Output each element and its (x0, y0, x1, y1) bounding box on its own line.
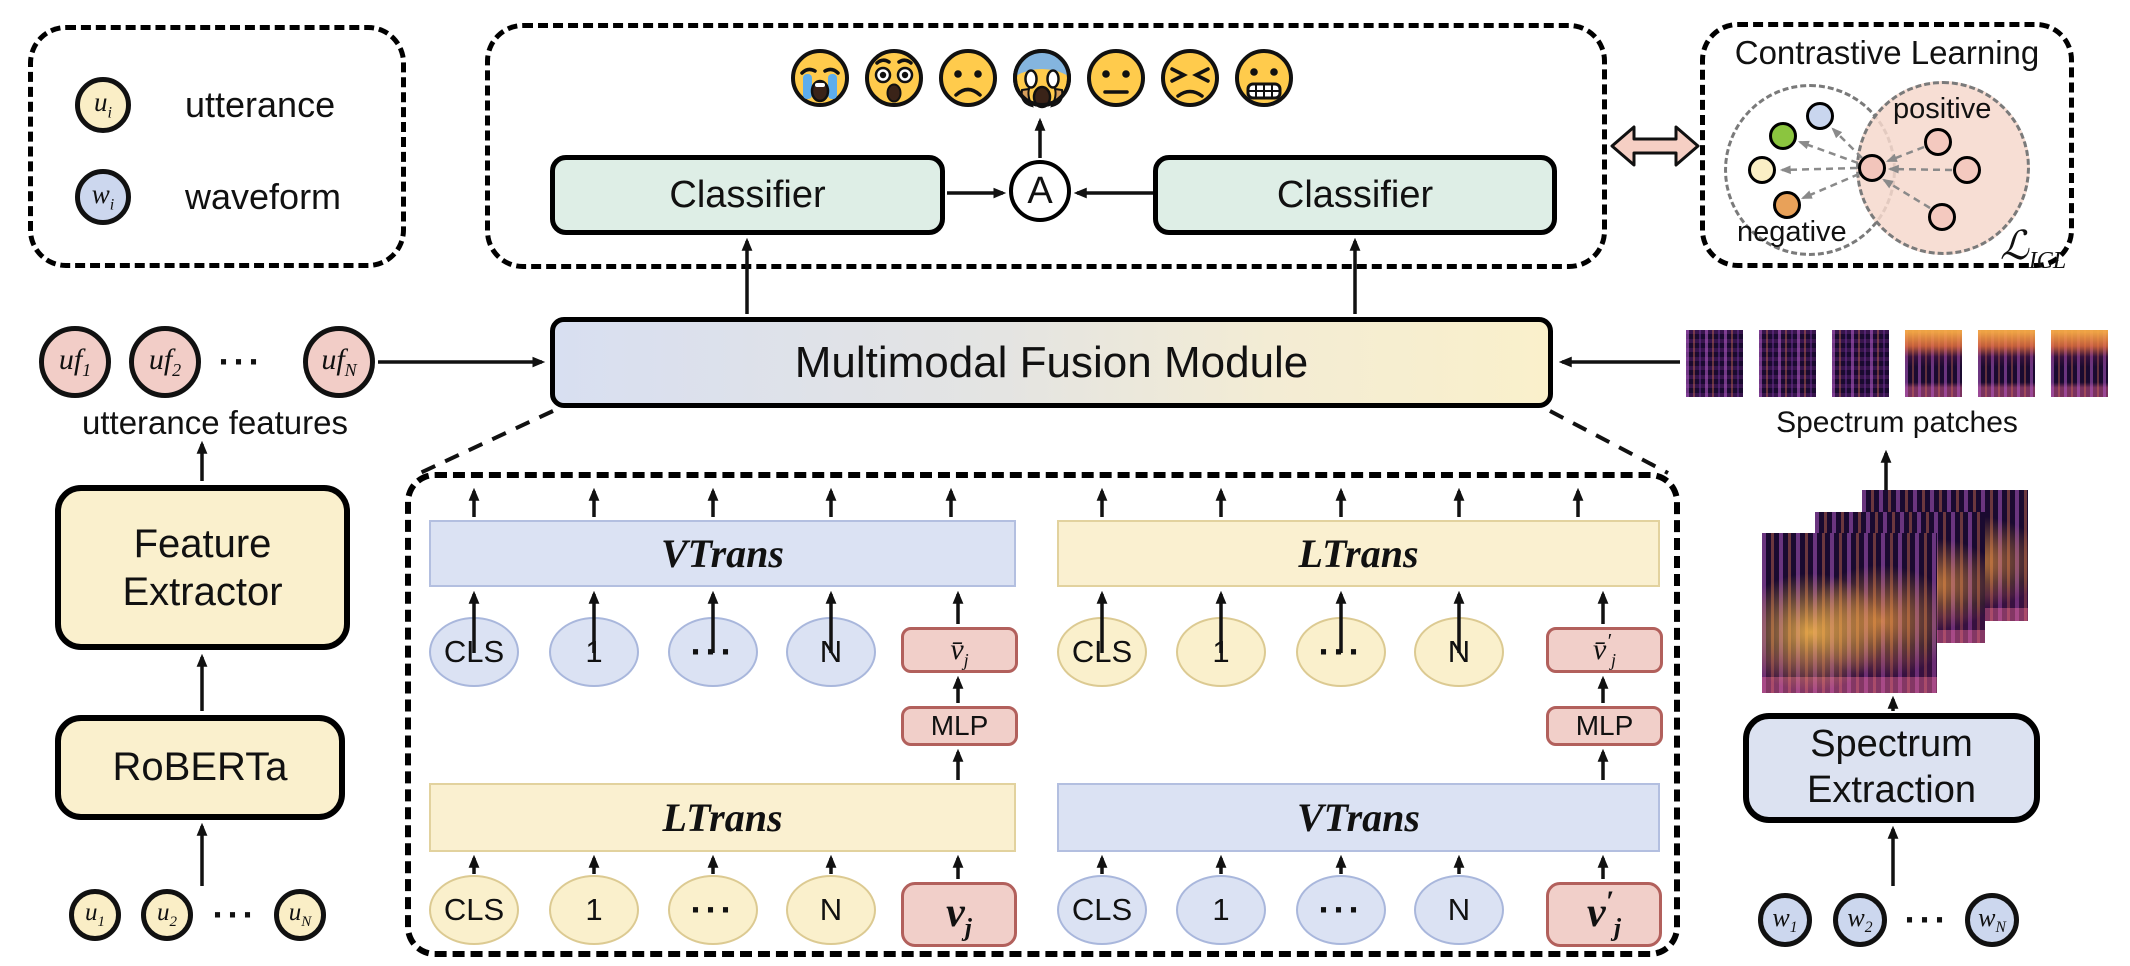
negative-sample-dot (1773, 191, 1801, 219)
uf-token-ellipsis: ··· (218, 341, 264, 382)
token-bottom-left-1: 1 (549, 875, 639, 945)
vbar-prime-token-right: v̄′j (1546, 627, 1663, 673)
fusion-detail-box (405, 472, 1680, 957)
negative-sample-dot (1748, 156, 1776, 184)
token-top-right-1: 1 (1176, 617, 1266, 687)
w-token-ellipsis: ··· (1904, 899, 1950, 940)
u-token-ellipsis: ··· (212, 894, 258, 935)
ltrans-bar-bottom-left: LTrans (429, 783, 1016, 852)
token-bottom-right-CLS: CLS (1057, 875, 1147, 945)
spectrum-extraction-box: Spectrum Extraction (1743, 713, 2040, 823)
token-top-left-N: N (786, 617, 876, 687)
spectrum-patch (1978, 330, 2035, 397)
emoji-crying-icon (788, 46, 852, 110)
positive-sample-dot (1928, 203, 1956, 231)
token-bottom-left-N: N (786, 875, 876, 945)
utterance-features-label: utterance features (82, 404, 348, 441)
positive-sample-dot (1953, 156, 1981, 184)
v-prime-token-right: v′j (1546, 882, 1662, 947)
spectrum-patch (2051, 330, 2108, 397)
negative-label: negative (1737, 216, 1847, 248)
legend-waveform-icon: wi (75, 169, 131, 225)
positive-sample-dot (1924, 128, 1952, 156)
contrastive-link-arrow (1610, 125, 1700, 167)
emoji-screaming-icon (1010, 46, 1074, 110)
token-top-left-1: 1 (549, 617, 639, 687)
w-token-1: w1 (1758, 893, 1812, 947)
emoji-astonished-icon (862, 46, 926, 110)
legend-utterance-label: utterance (185, 84, 336, 125)
vtrans-bar-top-left: VTrans (429, 520, 1016, 587)
token-bottom-right-···: ··· (1296, 875, 1386, 945)
spectrum-patch (1832, 330, 1889, 397)
classifier-right: Classifier (1153, 155, 1557, 235)
uf-token-2: uf2 (129, 326, 201, 398)
token-top-left-CLS: CLS (429, 617, 519, 687)
vtrans-bar-bottom-right: VTrans (1057, 783, 1660, 852)
token-top-right-CLS: CLS (1057, 617, 1147, 687)
emoji-frowning-icon (936, 46, 1000, 110)
token-bottom-right-1: 1 (1176, 875, 1266, 945)
aggregator-node: A (1009, 160, 1071, 222)
w-token-2: w2 (1833, 893, 1887, 947)
contrastive-title: Contrastive Learning (1734, 34, 2040, 71)
w-token-N: wN (1965, 893, 2019, 947)
token-bottom-left-CLS: CLS (429, 875, 519, 945)
token-top-left-···: ··· (668, 617, 758, 687)
classifier-left: Classifier (550, 155, 945, 235)
legend-waveform-label: waveform (185, 176, 342, 217)
vbar-token-left: v̄j (901, 627, 1018, 673)
token-top-right-···: ··· (1296, 617, 1386, 687)
ltrans-bar-top-right: LTrans (1057, 520, 1660, 587)
negative-sample-dot (1806, 102, 1834, 130)
contrastive-box (1700, 22, 2074, 268)
uf-token-1: uf1 (39, 326, 111, 398)
v-token-left: vj (901, 882, 1017, 947)
legend-box (28, 25, 406, 268)
spectrum-patch (1759, 330, 1816, 397)
u-token-1: u1 (69, 889, 121, 941)
roberta-box: RoBERTa (55, 715, 345, 820)
spectrogram-stack-front (1762, 533, 1937, 693)
token-bottom-left-···: ··· (668, 875, 758, 945)
emoji-grimacing-icon (1232, 46, 1296, 110)
emoji-angry-icon (1158, 46, 1222, 110)
spectrum-patch (1686, 330, 1743, 397)
spectrum-patches-label: Spectrum patches (1776, 406, 2018, 439)
icl-loss-label: ℒICL (2000, 223, 2067, 274)
emoji-neutral-icon (1084, 46, 1148, 110)
token-top-right-N: N (1414, 617, 1504, 687)
spectrum-patch (1905, 330, 1962, 397)
token-bottom-right-N: N (1414, 875, 1504, 945)
legend-utterance-icon: ui (75, 77, 131, 133)
uf-token-N: ufN (303, 326, 375, 398)
negative-sample-dot (1769, 122, 1797, 150)
multimodal-fusion-module: Multimodal Fusion Module (550, 317, 1553, 408)
output-box (485, 23, 1607, 269)
mlp-box-left: MLP (901, 706, 1018, 746)
u-token-2: u2 (141, 889, 193, 941)
u-token-N: uN (274, 889, 326, 941)
positive-label: positive (1893, 93, 1992, 125)
feature-extractor-box: Feature Extractor (55, 485, 350, 650)
mlp-box-right: MLP (1546, 706, 1663, 746)
anchor-sample-dot (1858, 154, 1886, 182)
